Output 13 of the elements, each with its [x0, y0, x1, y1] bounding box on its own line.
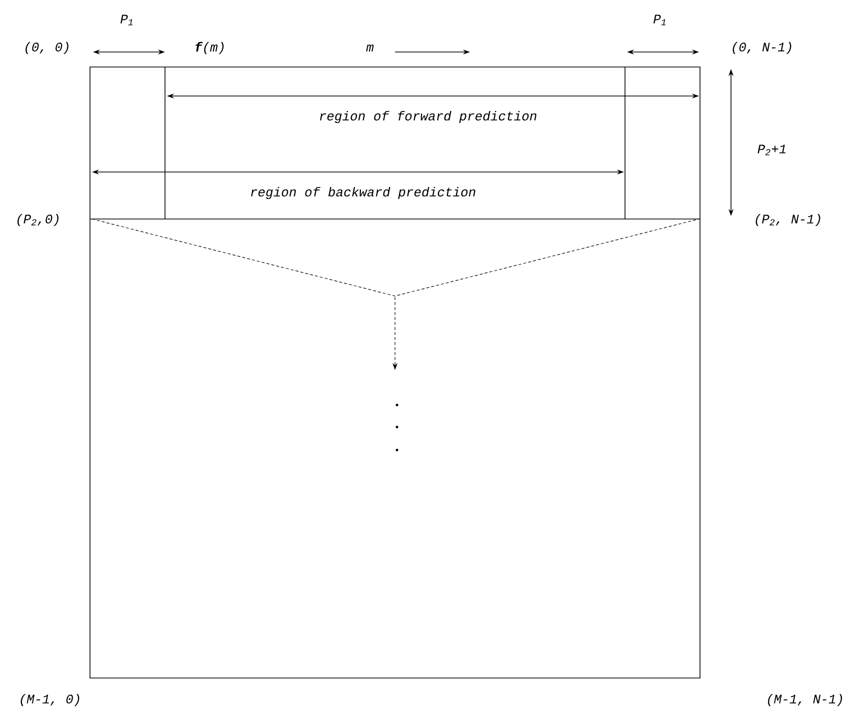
- dimension-label: P$_{1}$: [654, 14, 666, 26]
- region-label: region of backward prediction: [251, 186, 476, 200]
- function-label: f(m): [196, 42, 224, 54]
- coordinate-label: (M-1, 0): [20, 694, 80, 706]
- coordinate-label: (0, N-1): [732, 42, 792, 54]
- dimension-label: P$_{2}$+1: [758, 144, 786, 156]
- index-label: m: [366, 44, 374, 52]
- dimension-label: P$_{1}$: [120, 14, 133, 26]
- coordinate-label: (M-1, N-1): [768, 694, 842, 706]
- coordinate-label: (P$_{2}$,0): [17, 214, 58, 226]
- region-label: region of forward prediction: [320, 110, 536, 124]
- coordinate-label: (0, 0): [26, 42, 68, 54]
- coordinate-label: (P$_{2}$, N-1): [756, 214, 820, 226]
